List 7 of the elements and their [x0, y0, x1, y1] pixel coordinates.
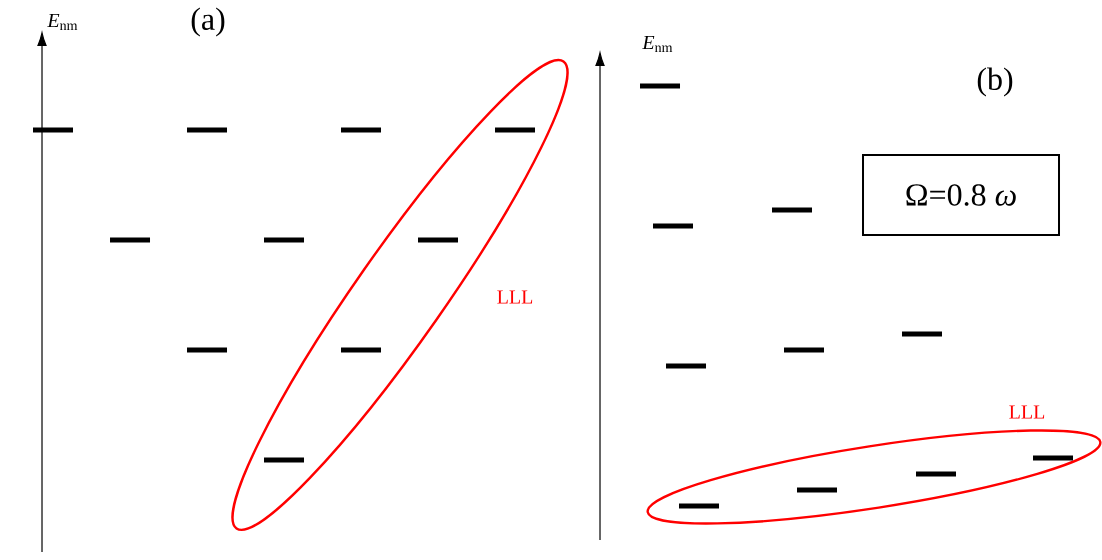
- level-label: LLL: [1009, 405, 1045, 419]
- parameter-box: Ω=0.8 ω: [862, 154, 1060, 236]
- panel-label: (b): [977, 67, 1013, 97]
- level-label: LLL: [497, 290, 533, 304]
- panel-label: (a): [191, 7, 225, 37]
- axis-label: E$_{nm}$: [642, 35, 673, 53]
- axis-label: E$_{nm}$: [47, 13, 78, 31]
